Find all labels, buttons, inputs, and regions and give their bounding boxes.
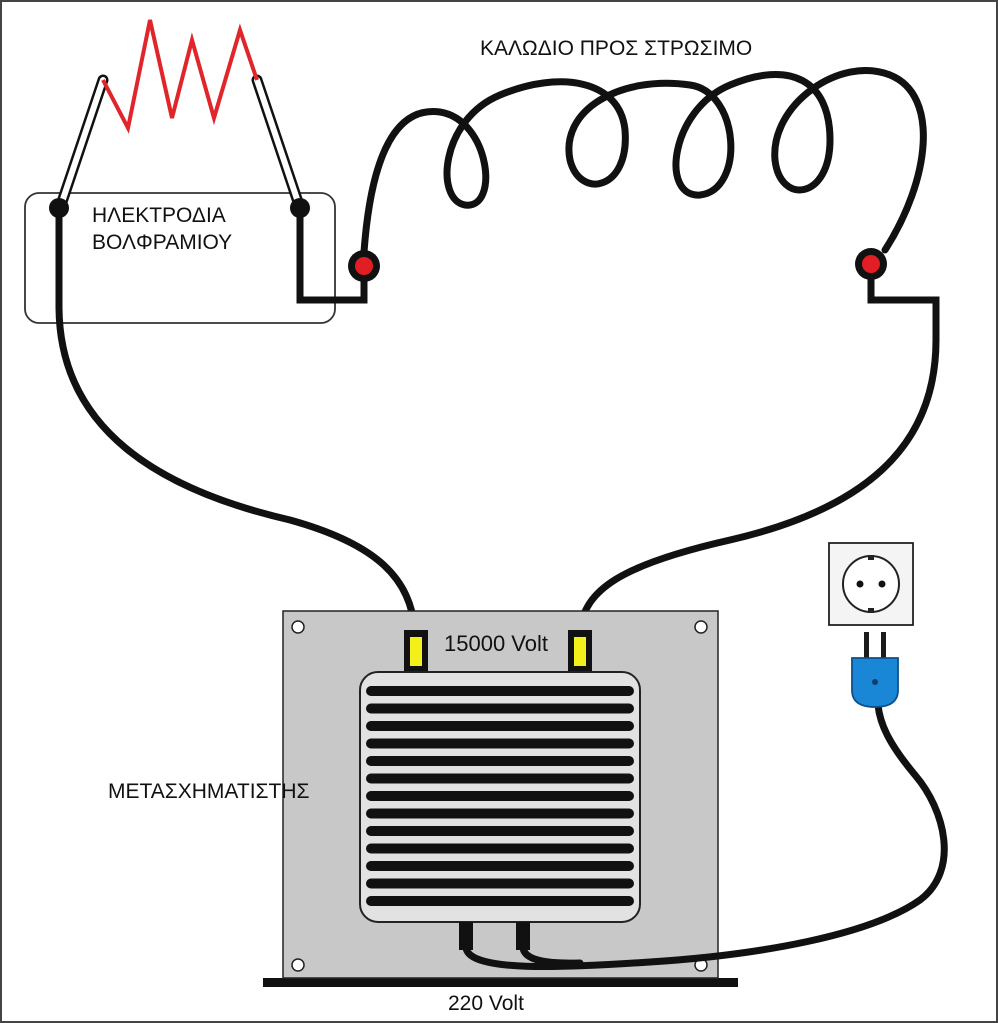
high-voltage-label: 15000 Volt: [444, 631, 548, 656]
cooling-fin: [366, 878, 634, 889]
electrode-holder-box: [24, 192, 336, 324]
wall-socket-icon: [828, 542, 914, 626]
lv-terminals: [459, 922, 530, 950]
cooling-fin: [366, 773, 634, 784]
electrodes-label-line1: ΗΛΕΚΤΡΟΔΙΑ: [92, 204, 226, 227]
electric-arc: [101, 19, 259, 134]
coiled-cable: [360, 67, 927, 256]
mains-voltage-label: 220 Volt: [448, 992, 524, 1015]
electrodes-label-line2: ΒΟΛΦΡΑΜΙΟΥ: [92, 231, 232, 254]
internal-wires: [55, 208, 940, 340]
cooling-fin: [366, 756, 634, 766]
cooling-fin: [366, 843, 634, 854]
hv-terminal-left: [404, 630, 428, 672]
tungsten-electrodes: [54, 74, 306, 214]
cooling-fin: [366, 703, 634, 714]
cooling-fin: [366, 721, 634, 731]
mains-cable-branch: [519, 944, 584, 967]
mains-cable: [462, 701, 948, 971]
cooling-fin: [366, 861, 634, 871]
wire-electrode-to-transformer: [55, 304, 419, 634]
cooling-fin: [366, 791, 634, 801]
cooling-fin: [366, 896, 634, 906]
wire-coil-to-transformer: [576, 336, 940, 634]
transformer-base: [263, 978, 738, 987]
power-plug-icon: [851, 632, 899, 708]
cooling-fin: [366, 738, 634, 749]
hv-terminal-right: [568, 630, 592, 672]
mounting-screws: [291, 620, 708, 972]
cooling-fins: [366, 686, 634, 906]
transformer-label: ΜΕΤΑΣΧΗΜΑΤΙΣΤΗΣ: [108, 780, 310, 803]
coil-cable-label: ΚΑΛΩΔΙΟ ΠΡΟΣ ΣΤΡΩΣΙΜΟ: [480, 37, 752, 60]
cooling-fin: [366, 808, 634, 819]
cooling-fin: [366, 686, 634, 696]
coil-terminal-left: [348, 250, 380, 282]
coil-terminal-right: [855, 248, 887, 280]
cooling-fin: [366, 826, 634, 836]
